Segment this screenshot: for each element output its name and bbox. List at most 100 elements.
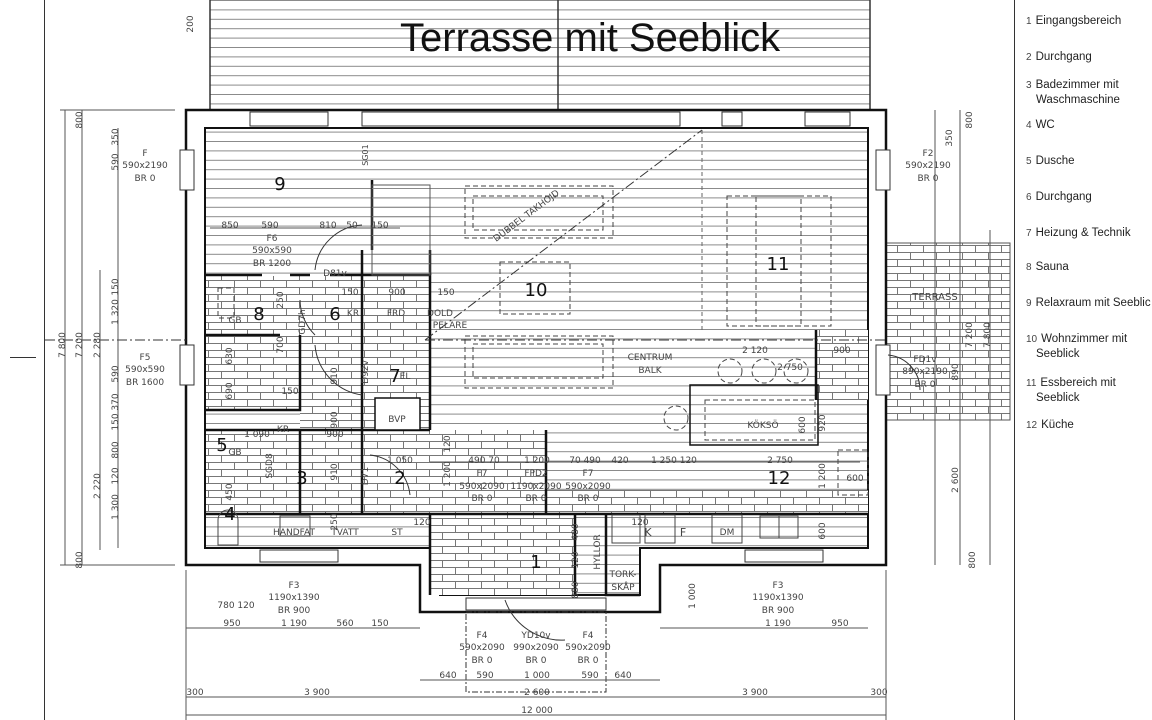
room-number: 10 bbox=[525, 280, 548, 301]
dimension-label: 300 bbox=[186, 688, 203, 698]
section-marker bbox=[10, 357, 36, 358]
dimension-label: 200 bbox=[186, 15, 196, 32]
window-label: F3 bbox=[289, 581, 300, 591]
window-label: F7 bbox=[477, 469, 488, 479]
dimension-label: 590 bbox=[261, 221, 278, 231]
dimension-label: 950 bbox=[831, 619, 848, 629]
plan-label: K bbox=[644, 526, 652, 539]
plan-label: D92v bbox=[361, 359, 371, 383]
window-label: F6 bbox=[267, 234, 278, 244]
legend-number: 4 bbox=[1026, 120, 1032, 131]
dimension-label: 1 200 bbox=[443, 461, 453, 487]
plan-label: D81v bbox=[323, 269, 347, 279]
dimension-label: 590 bbox=[476, 671, 493, 681]
dimension-label: 150 bbox=[111, 278, 121, 295]
dimension-label: 1 090 bbox=[244, 430, 270, 440]
dimension-label: 810 bbox=[319, 221, 336, 231]
door-swings bbox=[299, 224, 921, 641]
dimension-label: 7 200 bbox=[75, 332, 85, 358]
interior-walls bbox=[206, 180, 868, 597]
dimension-label: 1 250 120 bbox=[651, 456, 697, 466]
dimension-label: 600 bbox=[798, 416, 808, 433]
legend-label: Durchgang bbox=[1035, 51, 1092, 63]
fixtures bbox=[217, 509, 799, 546]
dimension-label: 1 300 bbox=[111, 494, 121, 520]
window-label: FPD2 bbox=[524, 469, 547, 479]
dimension-label: 2 600 bbox=[951, 467, 961, 493]
legend-number: 1 bbox=[1026, 16, 1032, 27]
dimension-label: 910 bbox=[330, 463, 340, 480]
legend-number: 5 bbox=[1026, 156, 1032, 167]
dimension-label: 600 bbox=[818, 522, 828, 539]
dimension-label: 640 bbox=[439, 671, 456, 681]
legend-number: 6 bbox=[1026, 192, 1032, 203]
dimension-label: 1 000 bbox=[688, 583, 698, 609]
dimension-label: 800 bbox=[111, 441, 121, 458]
dimension-label: 70 490 bbox=[569, 456, 601, 466]
dimension-label: 2 220 bbox=[93, 473, 103, 499]
legend-label: Heizung & Technik bbox=[1035, 227, 1131, 239]
plan-label: SGD8 bbox=[265, 453, 275, 479]
dimension-label: 560 bbox=[336, 619, 353, 629]
side-terrace bbox=[885, 242, 1011, 421]
plan-label: TERRASS bbox=[911, 292, 957, 303]
plan-label: BALK bbox=[638, 366, 662, 376]
plan-label: HANDFAT bbox=[273, 528, 315, 538]
furniture bbox=[217, 185, 869, 496]
window-label: F3 bbox=[773, 581, 784, 591]
window-label: BR 1200 bbox=[253, 259, 291, 269]
plan-label: HYLLOR bbox=[593, 534, 603, 569]
dimension-label: 880 bbox=[571, 581, 581, 598]
room-number: 7 bbox=[389, 366, 400, 387]
staircase bbox=[371, 184, 431, 276]
window-label: BR 0 bbox=[914, 380, 935, 390]
legend-number: 8 bbox=[1026, 262, 1032, 273]
room-number: 2 bbox=[394, 468, 405, 489]
window-label: 990x2090 bbox=[513, 643, 559, 653]
tiled-areas bbox=[206, 276, 868, 595]
dimension-lines bbox=[60, 109, 991, 720]
dimension-label: 590 bbox=[111, 365, 121, 382]
dimension-label: 850 bbox=[221, 221, 238, 231]
plan-label: D71 bbox=[361, 467, 371, 485]
window-label: BR 0 bbox=[577, 656, 598, 666]
plan-label: F bbox=[680, 526, 686, 539]
dimension-label: 150 bbox=[371, 221, 388, 231]
legend-number: 10 bbox=[1026, 334, 1038, 345]
legend-label-cont: Waschmaschine bbox=[1036, 94, 1120, 106]
window-label: F7 bbox=[583, 469, 594, 479]
terrace-deck bbox=[209, 0, 871, 110]
plan-label: BVP bbox=[388, 415, 406, 425]
window-label: BR 0 bbox=[525, 494, 546, 504]
plan-label: ST bbox=[391, 528, 403, 538]
dimension-label: 7 800 bbox=[983, 322, 993, 348]
dimension-label: 120 bbox=[111, 467, 121, 484]
plan-label: SG01 bbox=[361, 144, 370, 165]
dimension-label: 900 bbox=[388, 288, 405, 298]
dimension-label: 480 bbox=[571, 523, 581, 540]
window-label: BR 0 bbox=[525, 656, 546, 666]
legend-label: Dusche bbox=[1035, 155, 1075, 167]
dimension-label: 600 bbox=[846, 474, 863, 484]
dimension-label: 150 bbox=[341, 288, 358, 298]
dimension-label: 800 bbox=[965, 111, 975, 128]
dimension-label: 800 bbox=[75, 551, 85, 568]
room-number: 11 bbox=[767, 254, 790, 275]
dimension-label: 250 bbox=[276, 291, 286, 308]
legend-label: Durchgang bbox=[1035, 191, 1092, 203]
legend-label-cont: Seeblick bbox=[1036, 348, 1080, 360]
legend-label: Badezimmer mit bbox=[1035, 79, 1119, 91]
bvp-unit bbox=[374, 397, 421, 431]
legend-label: Relaxraum mit Seeblic bbox=[1035, 297, 1151, 309]
dimension-label: 370 bbox=[111, 393, 121, 410]
dimension-label: 2 280 bbox=[93, 332, 103, 358]
legend-label: WC bbox=[1035, 119, 1055, 131]
window-label: F4 bbox=[477, 631, 488, 641]
dimension-label: 1 200 bbox=[818, 463, 828, 489]
window-label: BR 1600 bbox=[126, 378, 164, 388]
plan-label: TVATT bbox=[330, 528, 359, 538]
